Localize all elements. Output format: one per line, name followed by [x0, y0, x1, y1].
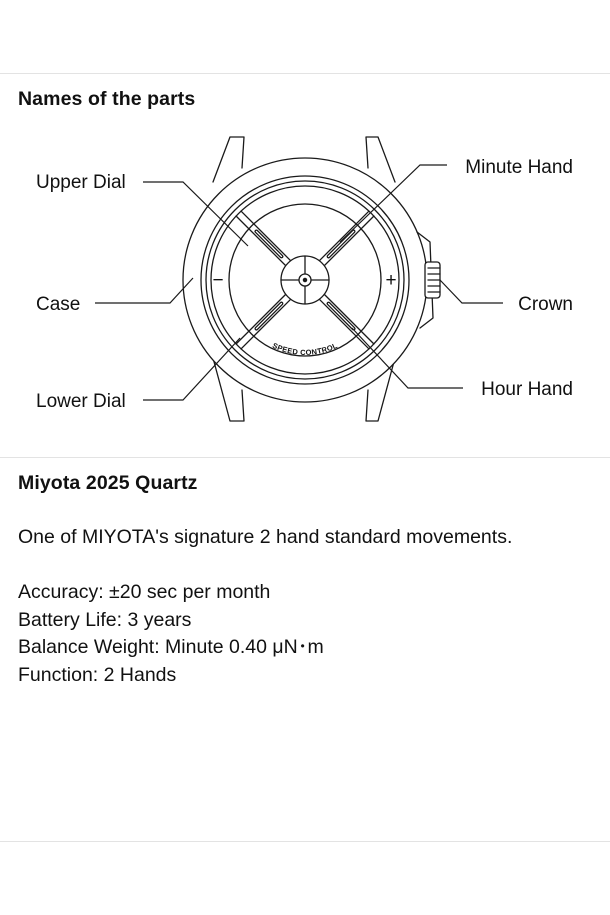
minus-marking: −: [212, 270, 223, 291]
dial-inner-ring: [228, 203, 382, 357]
bottom-divider: [0, 841, 610, 842]
minute-hand: [235, 210, 375, 350]
spec-description: One of MIYOTA's signature 2 hand standar…: [18, 526, 513, 548]
dial-outer-ring: [210, 185, 400, 375]
spec-line-balance-weight: Balance Weight: Minute 0.40 μN･m: [18, 636, 324, 658]
label-case: Case: [36, 294, 80, 315]
case-lug-bottom-left: [212, 357, 245, 422]
case-lug-top-left: [212, 136, 245, 183]
label-upper-dial: Upper Dial: [36, 172, 126, 193]
spec-line-function: Function: 2 Hands: [18, 663, 177, 686]
spec-line-battery-life: Battery Life: 3 years: [18, 608, 192, 631]
top-divider: [0, 73, 610, 74]
middle-divider: [0, 457, 610, 458]
label-hour-hand: Hour Hand: [481, 379, 573, 400]
label-lower-dial: Lower Dial: [36, 391, 126, 412]
hour-hand-leader: [351, 327, 463, 389]
label-minute-hand: Minute Hand: [465, 157, 573, 178]
spec-body: One of MIYOTA's signature 2 hand standar…: [18, 524, 598, 689]
parts-section-title: Names of the parts: [18, 88, 196, 110]
watch-parts-diagram: − + SPEED CONTROL Upper Dial Case Lower …: [36, 136, 573, 422]
bezel-inner-ring: [205, 180, 405, 380]
spec-line-accuracy: Accuracy: ±20 sec per month: [18, 581, 271, 603]
crown-leader: [439, 279, 503, 304]
upper-dial-leader: [143, 181, 249, 247]
minute-hand-leader: [339, 164, 447, 243]
case-lug-top-right: [365, 136, 396, 183]
bezel-ring: [200, 175, 410, 385]
plus-marking: +: [385, 270, 396, 291]
case-leader: [95, 277, 194, 304]
case-lug-bottom-right: [365, 357, 396, 422]
lower-dial-leader: [143, 337, 241, 401]
hour-hand: [235, 210, 375, 350]
spec-section-title: Miyota 2025 Quartz: [18, 472, 198, 494]
label-crown: Crown: [518, 294, 573, 315]
